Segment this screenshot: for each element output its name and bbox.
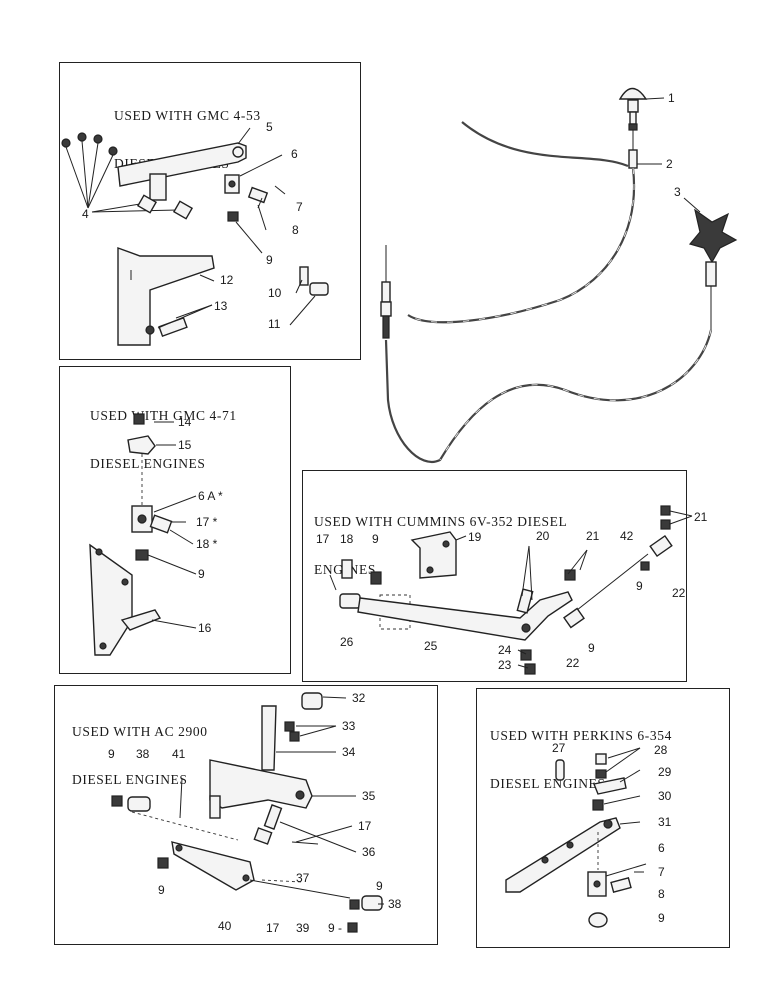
perkins-parts [505, 747, 647, 928]
callout-12: 12 [220, 273, 234, 287]
callout-3: 3 [674, 185, 681, 199]
callout-34: 34 [342, 745, 356, 759]
cummins-parts [329, 505, 693, 675]
panel-title-cummins: USED WITH CUMMINS 6V-352 DIESEL ENGINES [314, 482, 567, 594]
callout-9-ac-c: 9 [376, 879, 383, 893]
callout-25: 25 [424, 639, 438, 653]
callout-9-perkins: 9 [658, 911, 665, 925]
bracket-16 [89, 543, 133, 656]
callout-24: 24 [498, 643, 512, 657]
callout-9-cummins-a: 9 [372, 532, 379, 546]
callout-6a: 6 A * [198, 489, 223, 503]
panel-ac-2900 [54, 685, 438, 945]
callout-33: 33 [342, 719, 356, 733]
callout-7-perkins: 7 [658, 865, 665, 879]
callout-9: 9 [266, 253, 273, 267]
gmc-4-71-parts [89, 413, 197, 656]
threaded-rod-42 [571, 553, 649, 615]
lever-25 [357, 591, 573, 641]
callout-7: 7 [296, 200, 303, 214]
callout-9-gmc471: 9 [198, 567, 205, 581]
ac-2900-parts [111, 692, 384, 933]
callout-9-cummins-c: 9 [588, 641, 595, 655]
callout-35: 35 [362, 789, 376, 803]
panel-cummins-6v-352 [302, 470, 687, 682]
callout-40: 40 [218, 919, 232, 933]
panel-title-line1: USED WITH AC 2900 [72, 724, 208, 739]
lever-40 [171, 841, 255, 891]
callout-1: 1 [668, 91, 675, 105]
callout-14: 14 [178, 415, 192, 429]
callout-26: 26 [340, 635, 354, 649]
panel-title-line1: USED WITH PERKINS 6-354 [490, 728, 672, 743]
panel-title-gmc-4-71: USED WITH GMC 4-71 DIESEL ENGINES [90, 376, 237, 488]
panel-perkins-6-354 [476, 688, 730, 948]
callout-21-cummins-a: 21 [586, 529, 600, 543]
link-34 [261, 705, 277, 771]
callout-18-star: 18 * [196, 537, 218, 551]
callout-9-ac-b: 9 [158, 883, 165, 897]
panel-title-line2: DIESEL ENGINES [90, 456, 206, 471]
callout-9-ac-a: 9 [108, 747, 115, 761]
callout-4: 4 [82, 207, 89, 221]
panel-title-line1: USED WITH CUMMINS 6V-352 DIESEL [314, 514, 568, 529]
callout-5: 5 [266, 120, 273, 134]
callout-21-cummins-b: 21 [694, 510, 708, 524]
callout-42: 42 [620, 529, 634, 543]
callout-41: 41 [172, 747, 186, 761]
throttle-knob [618, 87, 648, 100]
plate-35 [209, 759, 313, 809]
callout-29: 29 [658, 765, 672, 779]
panel-gmc-4-53 [59, 62, 361, 360]
panel-gmc-4-71 [59, 366, 291, 674]
callout-8-perkins: 8 [658, 887, 665, 901]
callout-28: 28 [654, 743, 668, 757]
callout-16: 16 [198, 621, 212, 635]
callout-17-cummins: 17 [316, 532, 330, 546]
rod-39 [249, 879, 351, 899]
hand-lever-control [688, 208, 738, 264]
knob-collar [627, 99, 639, 113]
callout-27: 27 [552, 741, 566, 755]
callout-22-cummins-b: 22 [566, 656, 580, 670]
callout-22-cummins-a: 22 [672, 586, 686, 600]
callout-9-ac-d: 9 - [328, 921, 343, 935]
bracket-19 [410, 531, 457, 579]
gmc-4-53-parts [61, 127, 329, 346]
callout-17-star: 17 * [196, 515, 218, 529]
callout-38-ac-b: 38 [388, 897, 402, 911]
callout-38-ac-a: 38 [136, 747, 150, 761]
panel-title-line2: DIESEL ENGINES [72, 772, 188, 787]
callout-36: 36 [362, 845, 376, 859]
callout-9-cummins-b: 9 [636, 579, 643, 593]
callout-17-ac-a: 17 [358, 819, 372, 833]
lever-31 [505, 817, 621, 893]
callout-13: 13 [214, 299, 228, 313]
callout-6: 6 [291, 147, 298, 161]
panel-title-ac-2900: USED WITH AC 2900 DIESEL ENGINES [72, 692, 208, 804]
bracket-12 [117, 247, 215, 346]
callout-15: 15 [178, 438, 192, 452]
callout-32: 32 [352, 691, 366, 705]
panel-title-line1: USED WITH GMC 4-71 [90, 408, 237, 423]
callout-31: 31 [658, 815, 672, 829]
callout-11: 11 [268, 317, 281, 331]
callout-30: 30 [658, 789, 672, 803]
callout-10: 10 [268, 286, 282, 300]
callout-2: 2 [666, 157, 673, 171]
callout-20: 20 [536, 529, 550, 543]
callout-37: 37 [296, 871, 310, 885]
cable-sleeve [628, 149, 638, 169]
callout-8: 8 [292, 223, 299, 237]
callout-6-perkins: 6 [658, 841, 665, 855]
clevis-26 [339, 593, 361, 609]
callout-17-ac-b: 17 [266, 921, 280, 935]
callout-19: 19 [468, 530, 482, 544]
throttle-cable-assembly [380, 87, 738, 463]
callout-39: 39 [296, 921, 310, 935]
callout-18-cummins: 18 [340, 532, 354, 546]
callout-23: 23 [498, 658, 512, 672]
panel-title-line1: USED WITH GMC 4-53 [114, 108, 261, 123]
